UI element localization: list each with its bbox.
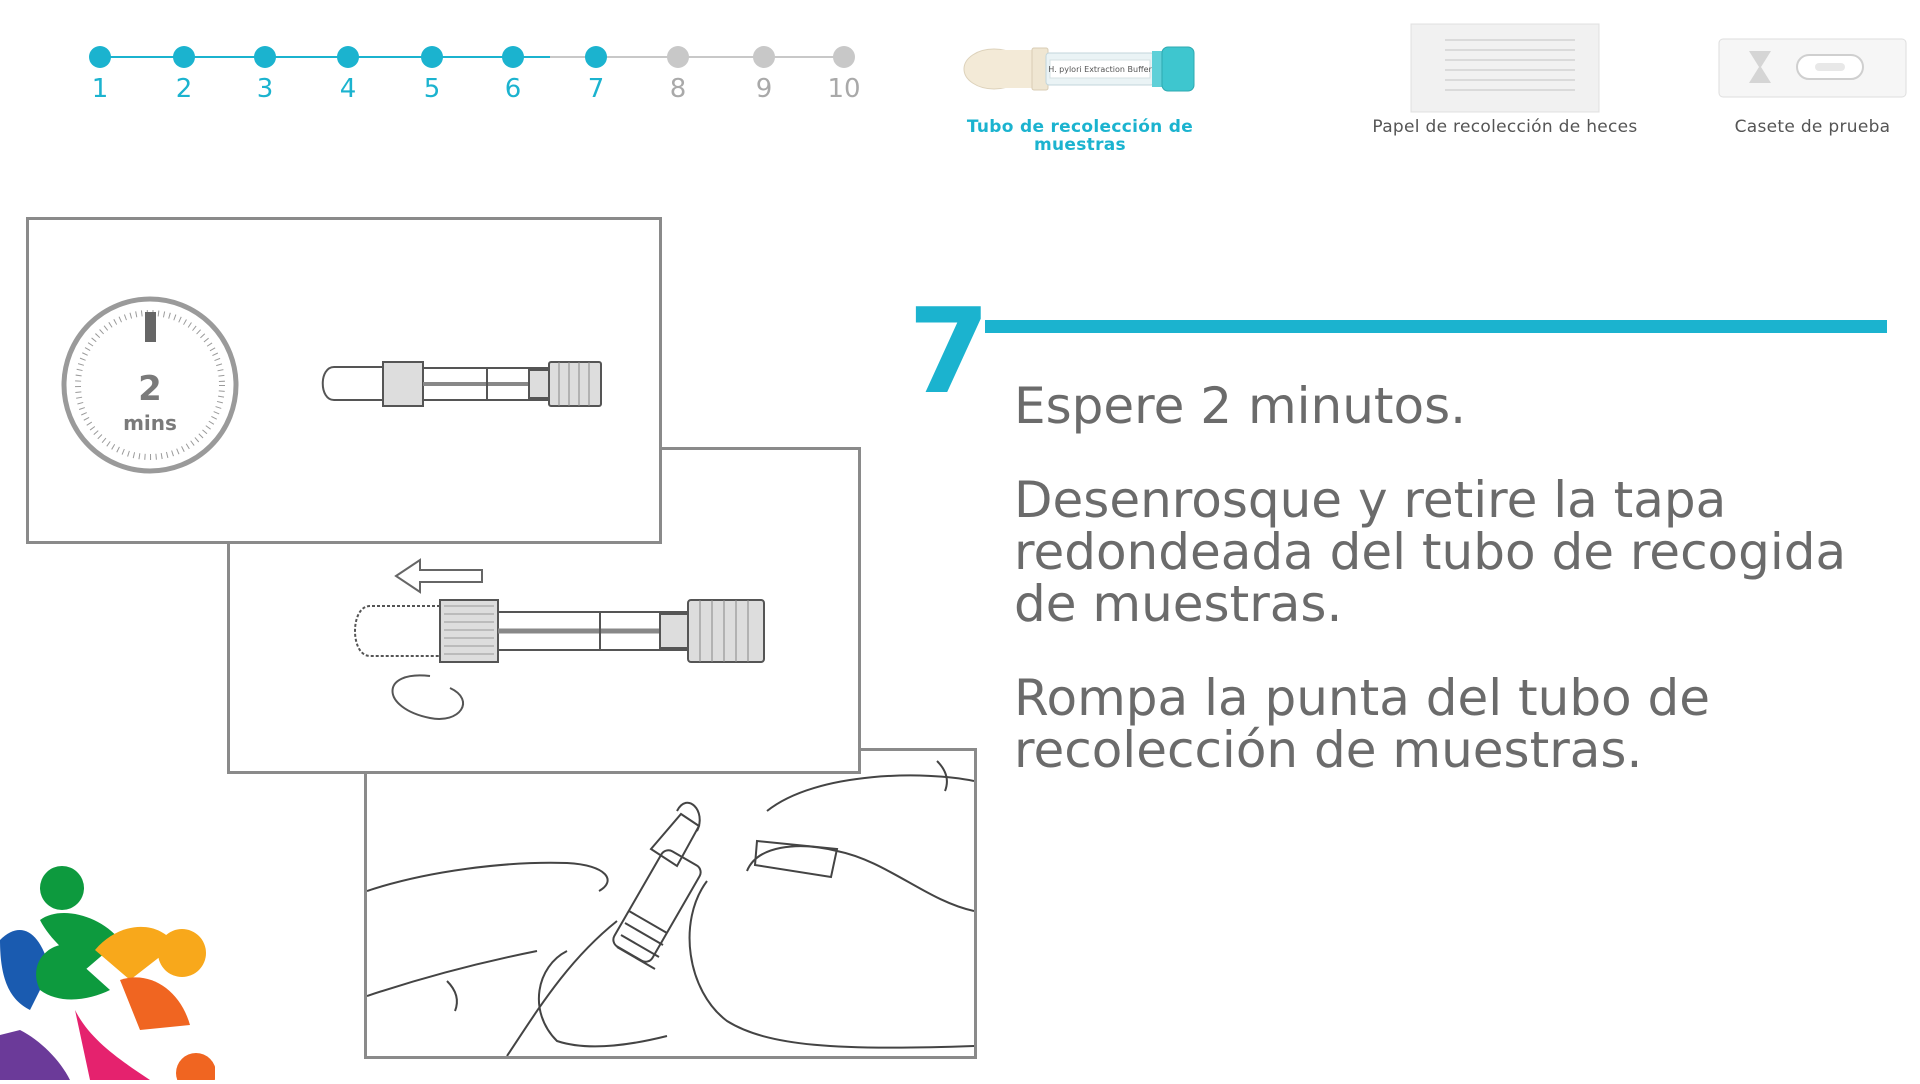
collection-tube-image: H. pylori Extraction Buffer (960, 18, 1200, 118)
step-dot (667, 46, 689, 68)
step-dot (753, 46, 775, 68)
kit-item-test-cassette[interactable]: Casete de prueba (1715, 18, 1910, 136)
step-number: 7 (908, 282, 991, 420)
panel-break-tip (364, 748, 977, 1059)
test-cassette-image (1715, 18, 1910, 118)
step-dot (421, 46, 443, 68)
instruction-text: Espere 2 minutos. Desenrosque y retire l… (1014, 380, 1894, 818)
collection-tube-label: Tubo de recolección de muestras (966, 117, 1194, 155)
hands-breaking-tip-illustration (366, 760, 975, 1057)
step-10[interactable]: 10 (814, 40, 874, 104)
progress-track-remaining (550, 56, 844, 58)
step-dot (585, 46, 607, 68)
stool-paper-image (1355, 18, 1655, 118)
step-7[interactable]: 7 (566, 40, 626, 104)
step-number-label: 5 (423, 74, 441, 104)
step-9[interactable]: 9 (734, 40, 794, 104)
step-number-label: 2 (175, 74, 193, 104)
step-number-label: 8 (669, 74, 687, 104)
step-2[interactable]: 2 (154, 40, 214, 104)
step-dot (337, 46, 359, 68)
instruction-paragraph: Desenrosque y retire la tapa redondeada … (1014, 471, 1847, 633)
step-number-label: 9 (755, 74, 773, 104)
collection-tube-drawing (321, 361, 602, 407)
step-number-label: 10 (827, 74, 861, 104)
step-dot (254, 46, 276, 68)
timer-icon: 2 mins (61, 296, 239, 474)
step-dot (173, 46, 195, 68)
progress-track-completed (100, 56, 550, 58)
step-number-label: 4 (339, 74, 357, 104)
kit-item-stool-paper[interactable]: Papel de recolección de heces (1355, 18, 1655, 136)
timer-value: 2 (138, 369, 162, 409)
tube-print-text: H. pylori Extraction Buffer (1048, 65, 1152, 74)
step-8[interactable]: 8 (648, 40, 708, 104)
collection-tube-drawing (354, 599, 765, 720)
step-number-label: 6 (504, 74, 522, 104)
test-cassette-label: Casete de prueba (1734, 117, 1891, 137)
kit-item-collection-tube[interactable]: H. pylori Extraction Buffer Tubo de reco… (960, 18, 1200, 154)
step-3[interactable]: 3 (235, 40, 295, 104)
step-1[interactable]: 1 (70, 40, 130, 104)
panel-wait-timer: 2 mins (26, 217, 662, 544)
step-6[interactable]: 6 (483, 40, 543, 104)
instruction-paragraph: Espere 2 minutos. (1014, 377, 1467, 435)
step-number-label: 1 (91, 74, 109, 104)
step-4[interactable]: 4 (318, 40, 378, 104)
step-dot (89, 46, 111, 68)
timer-unit: mins (123, 411, 177, 435)
step-dot (502, 46, 524, 68)
step-number-label: 3 (256, 74, 274, 104)
arrow-left-icon (394, 558, 483, 594)
step-divider (985, 320, 1887, 333)
step-progress: 1 2 3 4 5 6 7 8 9 10 (89, 40, 890, 110)
instruction-paragraph: Rompa la punta del tubo de recolección d… (1014, 669, 1711, 779)
step-5[interactable]: 5 (402, 40, 462, 104)
stool-paper-label: Papel de recolección de heces (1372, 117, 1638, 137)
brand-logo (0, 860, 216, 1084)
step-dot (833, 46, 855, 68)
step-number-label: 7 (587, 74, 605, 104)
